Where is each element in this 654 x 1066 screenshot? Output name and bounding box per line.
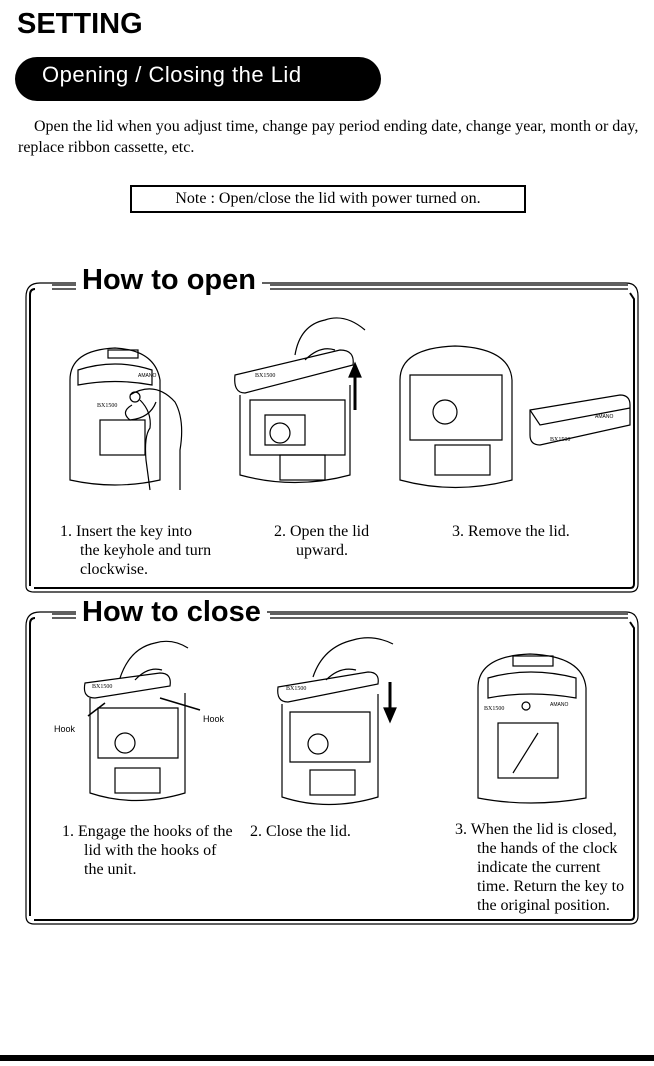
open-step-2-number: 2.	[274, 523, 286, 540]
open-step-1-number: 1.	[60, 523, 72, 540]
open-step-3-line1: Remove the lid.	[468, 523, 570, 540]
close-step-2: 2. Close the lid.	[250, 822, 351, 841]
open-step-2-line2: upward.	[296, 542, 348, 559]
open-step-1-line3: clockwise.	[80, 561, 148, 578]
hook-label-right: Hook	[203, 714, 225, 724]
open-step-2-line1: Open the lid	[290, 523, 370, 540]
note-text: Note : Open/close the lid with power tur…	[175, 190, 481, 207]
open-step-3: 3. Remove the lid.	[452, 522, 570, 541]
open-step3-illustration: BX1500 AMANO	[399, 345, 631, 489]
svg-text:BX1500: BX1500	[255, 373, 275, 379]
close-step-3-line5: the original position.	[477, 897, 610, 914]
open-panel-frame	[25, 282, 639, 593]
open-step-3-number: 3.	[452, 523, 464, 540]
close-step-3-line1: When the lid is closed,	[470, 821, 617, 838]
close-step-3-number: 3.	[455, 821, 467, 838]
open-step-1-line2: the keyhole and turn	[80, 542, 212, 559]
svg-text:AMANO: AMANO	[138, 373, 156, 379]
close-step-1: 1. Engage the hooks of the lid with the …	[62, 822, 233, 879]
close-step-3-line3: indicate the current	[477, 859, 601, 876]
close-step1-illustration: BX1500	[83, 640, 201, 802]
open-step-2: 2. Open the lid upward.	[274, 522, 369, 560]
how-to-close-heading: How to close	[76, 596, 267, 629]
svg-text:BX1500: BX1500	[484, 706, 504, 712]
svg-text:BX1500: BX1500	[92, 684, 112, 690]
close-step-3-line4: time. Return the key to	[477, 878, 625, 895]
close-step-1-line2: lid with the hooks of	[84, 842, 217, 859]
how-to-open-heading: How to open	[76, 264, 262, 297]
svg-text:BX1500: BX1500	[286, 686, 306, 692]
close-step-1-number: 1.	[62, 823, 74, 840]
svg-text:AMANO: AMANO	[595, 414, 613, 420]
close-panel-frame	[25, 611, 639, 925]
close-step-1-line3: the unit.	[84, 861, 137, 878]
close-step-1-line1: Engage the hooks of the	[78, 823, 233, 840]
close-step-3: 3. When the lid is closed, the hands of …	[455, 820, 624, 915]
svg-text:BX1500: BX1500	[97, 403, 117, 409]
open-step2-illustration: BX1500	[234, 317, 366, 484]
svg-text:BX1500: BX1500	[550, 437, 570, 443]
close-step-3-line2: the hands of the clock	[477, 840, 618, 857]
hook-label-left: Hook	[54, 724, 76, 734]
page-title: SETTING	[17, 8, 143, 40]
note-box: Note : Open/close the lid with power tur…	[130, 185, 526, 213]
section-pill	[15, 57, 381, 101]
close-step-2-number: 2.	[250, 823, 262, 840]
intro-paragraph: Open the lid when you adjust time, chang…	[18, 118, 639, 156]
open-step-1-line1: Insert the key into	[76, 523, 192, 540]
open-step1-illustration: BX1500 AMANO	[69, 347, 183, 491]
open-step-1: 1. Insert the key into the keyhole and t…	[60, 522, 211, 579]
svg-text:AMANO: AMANO	[550, 702, 568, 708]
close-step3-illustration: BX1500 AMANO	[477, 653, 587, 804]
close-step-2-line1: Close the lid.	[266, 823, 351, 840]
bottom-rule	[0, 1055, 654, 1061]
section-pill-label: Opening / Closing the Lid	[42, 62, 302, 87]
close-step2-illustration: BX1500	[277, 637, 397, 806]
